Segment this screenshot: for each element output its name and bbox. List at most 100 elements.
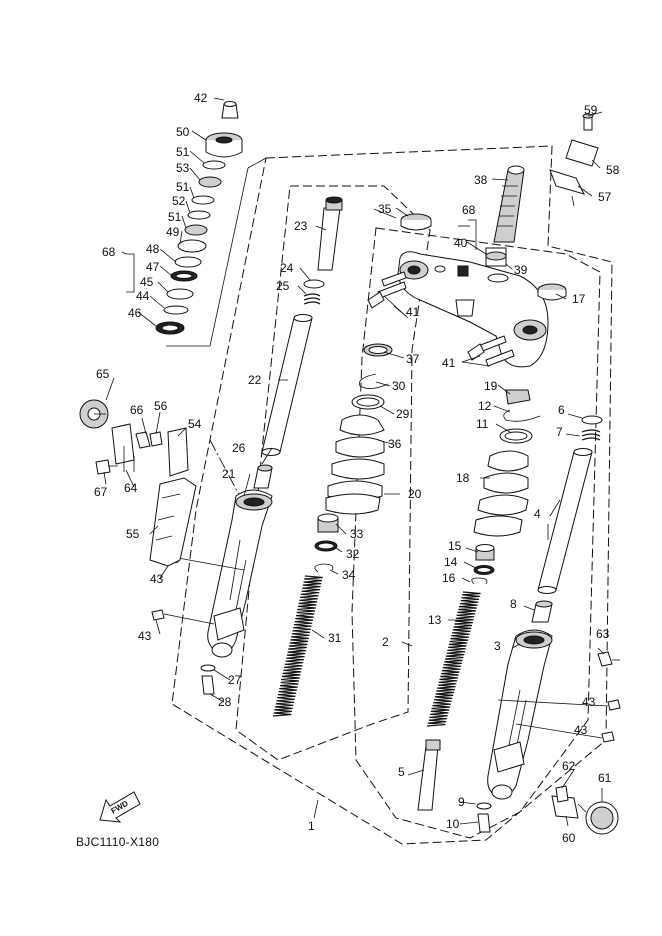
callout-25: 25 bbox=[276, 279, 290, 293]
callout-19: 19 bbox=[484, 379, 498, 393]
race-48 bbox=[174, 256, 202, 268]
dust-boot-18 bbox=[473, 450, 529, 537]
callout-35: 35 bbox=[378, 202, 392, 216]
damper-rod-5 bbox=[417, 745, 439, 811]
callout-49: 49 bbox=[166, 225, 180, 239]
callout-37: 37 bbox=[406, 352, 420, 366]
inner-tube-22 bbox=[261, 317, 313, 453]
callout-29: 29 bbox=[396, 407, 410, 421]
ring-6 bbox=[581, 415, 603, 425]
bolt-63 bbox=[597, 651, 613, 667]
ring-52 bbox=[187, 210, 211, 220]
nut-53 bbox=[198, 176, 222, 188]
callout-59: 59 bbox=[584, 103, 598, 117]
spring-25 bbox=[303, 293, 321, 305]
bolt-41b bbox=[381, 271, 407, 287]
callout-39: 39 bbox=[514, 263, 528, 277]
callout-5: 5 bbox=[398, 765, 405, 779]
callout-61: 61 bbox=[598, 771, 612, 785]
callout-43c: 43 bbox=[582, 695, 596, 709]
callout-41b: 41 bbox=[442, 356, 456, 370]
callout-42: 42 bbox=[194, 91, 208, 105]
callout-36: 36 bbox=[388, 437, 402, 451]
callout-48: 48 bbox=[146, 242, 160, 256]
circlip-30 bbox=[358, 373, 389, 389]
callout-51c: 51 bbox=[168, 210, 182, 224]
circlip-34 bbox=[314, 563, 334, 573]
callout-45: 45 bbox=[140, 275, 154, 289]
callout-11: 11 bbox=[476, 417, 489, 431]
bolt-56 bbox=[149, 431, 163, 447]
drain-bolt-28 bbox=[201, 675, 215, 695]
bolt-43b bbox=[151, 609, 165, 621]
callout-38: 38 bbox=[474, 173, 488, 187]
callout-56: 56 bbox=[154, 399, 168, 413]
fwd-arrow-icon: FWD bbox=[99, 791, 141, 823]
diagram-code: BJC1110-X180 bbox=[76, 835, 159, 849]
cylinder-23 bbox=[317, 207, 341, 271]
washer-51c bbox=[184, 224, 208, 236]
callout-15: 15 bbox=[448, 539, 462, 553]
right-fork-internals bbox=[417, 389, 603, 833]
bracket-68-left bbox=[126, 253, 135, 293]
callout-51b: 51 bbox=[176, 180, 190, 194]
steering-bracket bbox=[367, 165, 567, 368]
clip-39 bbox=[487, 273, 509, 283]
drain-bolt-10 bbox=[477, 813, 491, 833]
callout-66: 66 bbox=[130, 403, 144, 417]
callout-50: 50 bbox=[176, 125, 190, 139]
right-fork-assembly-outline bbox=[351, 227, 601, 839]
callout-9: 9 bbox=[458, 795, 465, 809]
callout-12: 12 bbox=[478, 399, 492, 413]
callout-16: 16 bbox=[442, 571, 456, 585]
callout-numbers: 42 50 51 53 51 52 51 49 48 68 47 45 44 4… bbox=[94, 91, 620, 845]
callout-54: 54 bbox=[188, 417, 202, 431]
callout-17: 17 bbox=[572, 292, 586, 306]
callout-28: 28 bbox=[218, 695, 232, 709]
cable-guide bbox=[549, 113, 599, 207]
callout-3: 3 bbox=[494, 639, 501, 653]
steering-head-stack bbox=[126, 101, 267, 347]
circlip-16 bbox=[471, 577, 488, 585]
fork-spring-13 bbox=[426, 591, 481, 727]
washer-27 bbox=[200, 664, 216, 672]
callout-63: 63 bbox=[596, 627, 610, 641]
right-outer-tube bbox=[487, 629, 621, 835]
spring-7 bbox=[581, 429, 601, 441]
circlip-12 bbox=[503, 409, 541, 422]
callout-6: 6 bbox=[558, 403, 565, 417]
callout-14: 14 bbox=[444, 555, 458, 569]
bolt-66 bbox=[135, 431, 151, 449]
callout-60: 60 bbox=[562, 831, 576, 845]
bracket-54 bbox=[167, 427, 189, 477]
callout-31: 31 bbox=[328, 631, 342, 645]
callout-46: 46 bbox=[128, 306, 142, 320]
callout-18: 18 bbox=[456, 471, 470, 485]
ring-24 bbox=[303, 279, 325, 289]
callout-68-left: 68 bbox=[102, 245, 116, 259]
callout-43d: 43 bbox=[574, 723, 588, 737]
callout-47: 47 bbox=[146, 260, 160, 274]
callout-52: 52 bbox=[172, 194, 186, 208]
callout-23: 23 bbox=[294, 219, 308, 233]
guard-55 bbox=[149, 477, 197, 567]
inner-tube-4 bbox=[537, 451, 593, 591]
left-fork-internals bbox=[253, 196, 343, 717]
bracket-57 bbox=[549, 169, 585, 195]
callout-67: 67 bbox=[94, 485, 108, 499]
callout-4: 4 bbox=[534, 507, 541, 521]
callout-44: 44 bbox=[136, 289, 150, 303]
left-outer-tube bbox=[79, 399, 273, 695]
callout-65: 65 bbox=[96, 367, 110, 381]
callout-62: 62 bbox=[562, 759, 576, 773]
leader-lines bbox=[103, 97, 605, 827]
callout-32: 32 bbox=[346, 547, 360, 561]
callout-20: 20 bbox=[408, 487, 422, 501]
callout-68-right: 68 bbox=[462, 203, 476, 217]
bolt-62 bbox=[555, 785, 569, 803]
callout-58: 58 bbox=[606, 163, 620, 177]
callout-43b: 43 bbox=[138, 629, 152, 643]
callout-21: 21 bbox=[222, 467, 236, 481]
outer-tube-3 bbox=[487, 629, 553, 798]
